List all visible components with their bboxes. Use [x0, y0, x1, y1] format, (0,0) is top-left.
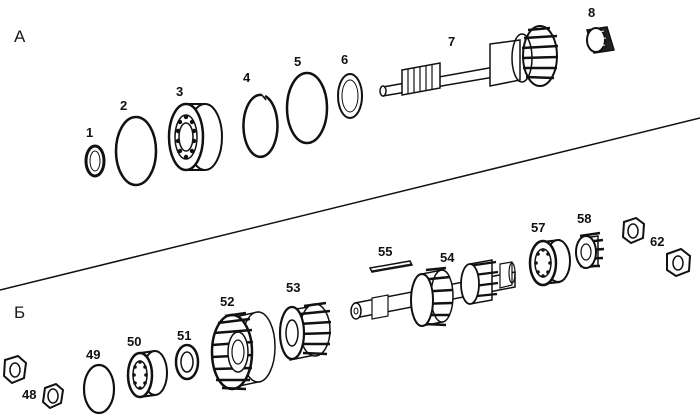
part-number-57: 57 [531, 220, 545, 235]
part-2-ring [114, 115, 158, 187]
section-label-b: Б [14, 303, 25, 322]
part-51-washer [174, 343, 200, 381]
part-50-ball-bearing [126, 350, 168, 399]
part-62-nut [621, 216, 692, 278]
part-7-input-shaft [379, 25, 559, 97]
part-8-needle-bearing [586, 26, 615, 54]
part-number-49: 49 [86, 347, 100, 362]
part-48-nut [2, 354, 65, 410]
part-number-62: 62 [650, 234, 664, 249]
part-4-split-ring [242, 93, 279, 159]
part-52-gear [210, 311, 276, 391]
part-57-ball-bearing [528, 239, 571, 287]
part-6-washer [337, 73, 363, 119]
part-number-4: 4 [243, 70, 251, 85]
part-number-51: 51 [177, 328, 191, 343]
part-58-gear [575, 231, 605, 269]
part-number-5: 5 [294, 54, 301, 69]
part-number-54: 54 [440, 250, 455, 265]
part-number-48: 48 [22, 387, 36, 402]
part-number-2: 2 [120, 98, 127, 113]
part-number-8: 8 [588, 5, 595, 20]
part-number-7: 7 [448, 34, 455, 49]
part-number-50: 50 [127, 334, 141, 349]
part-number-1: 1 [86, 125, 93, 140]
part-53-gear [278, 301, 332, 361]
part-5-ring [285, 71, 329, 145]
part-49-ring [82, 363, 116, 415]
part-1-snap-ring [84, 144, 106, 178]
part-55-key [368, 260, 414, 273]
part-number-52: 52 [220, 294, 234, 309]
section-divider [0, 117, 700, 291]
part-number-3: 3 [176, 84, 183, 99]
section-label-a: А [14, 27, 26, 46]
part-number-55: 55 [378, 244, 392, 259]
part-number-58: 58 [577, 211, 591, 226]
part-54-countershaft [350, 259, 516, 327]
part-number-53: 53 [286, 280, 300, 295]
part-3-ball-bearing [167, 102, 223, 172]
part-number-6: 6 [341, 52, 348, 67]
